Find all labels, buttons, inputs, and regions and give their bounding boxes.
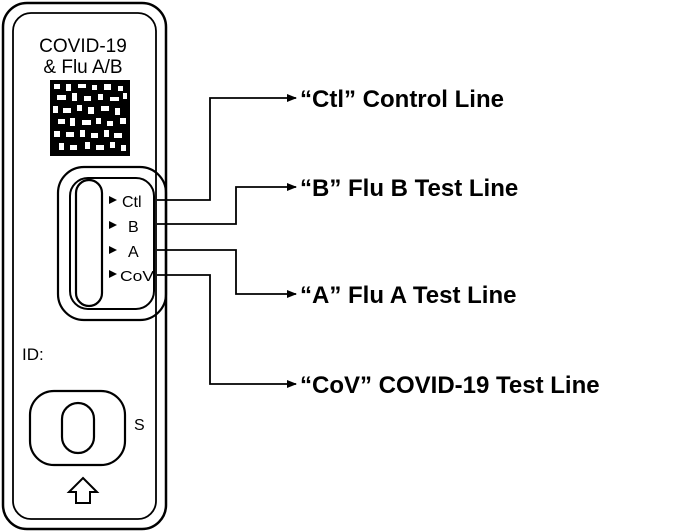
- callout-a: “A” Flu A Test Line: [300, 282, 516, 309]
- ctl-marker-icon: [109, 196, 117, 204]
- result-window-outer: [56, 165, 168, 322]
- window-label-ctl: Ctl: [122, 194, 142, 211]
- data-matrix-barcode: [50, 80, 130, 156]
- cassette-inner-body: [12, 12, 157, 520]
- cov-leader-line: [157, 274, 297, 388]
- test-strip-slot: [74, 178, 104, 308]
- cassette-title-line2: & Flu A/B: [43, 57, 122, 78]
- id-label: ID:: [22, 345, 44, 364]
- cov-marker-icon: [109, 270, 117, 278]
- sample-well-outer: [28, 389, 127, 467]
- callout-ctl: “Ctl” Control Line: [300, 86, 504, 113]
- window-label-a: A: [128, 244, 139, 261]
- a-leader-line: [157, 249, 297, 298]
- cassette-title-line1: COVID-19: [39, 36, 127, 57]
- window-label-b: B: [128, 219, 139, 236]
- arrow-up-icon: [66, 476, 100, 504]
- callout-b: “B” Flu B Test Line: [300, 175, 518, 202]
- callout-cov: “CoV” COVID-19 Test Line: [300, 372, 600, 399]
- b-leader-line: [157, 183, 297, 225]
- sample-well-inner: [60, 401, 96, 455]
- b-marker-icon: [109, 221, 117, 229]
- ctl-leader-line: [157, 94, 297, 201]
- a-marker-icon: [109, 246, 117, 254]
- window-label-cov: CoV: [120, 268, 154, 285]
- sample-well-label: S: [134, 417, 145, 434]
- result-window-inner: [69, 177, 155, 310]
